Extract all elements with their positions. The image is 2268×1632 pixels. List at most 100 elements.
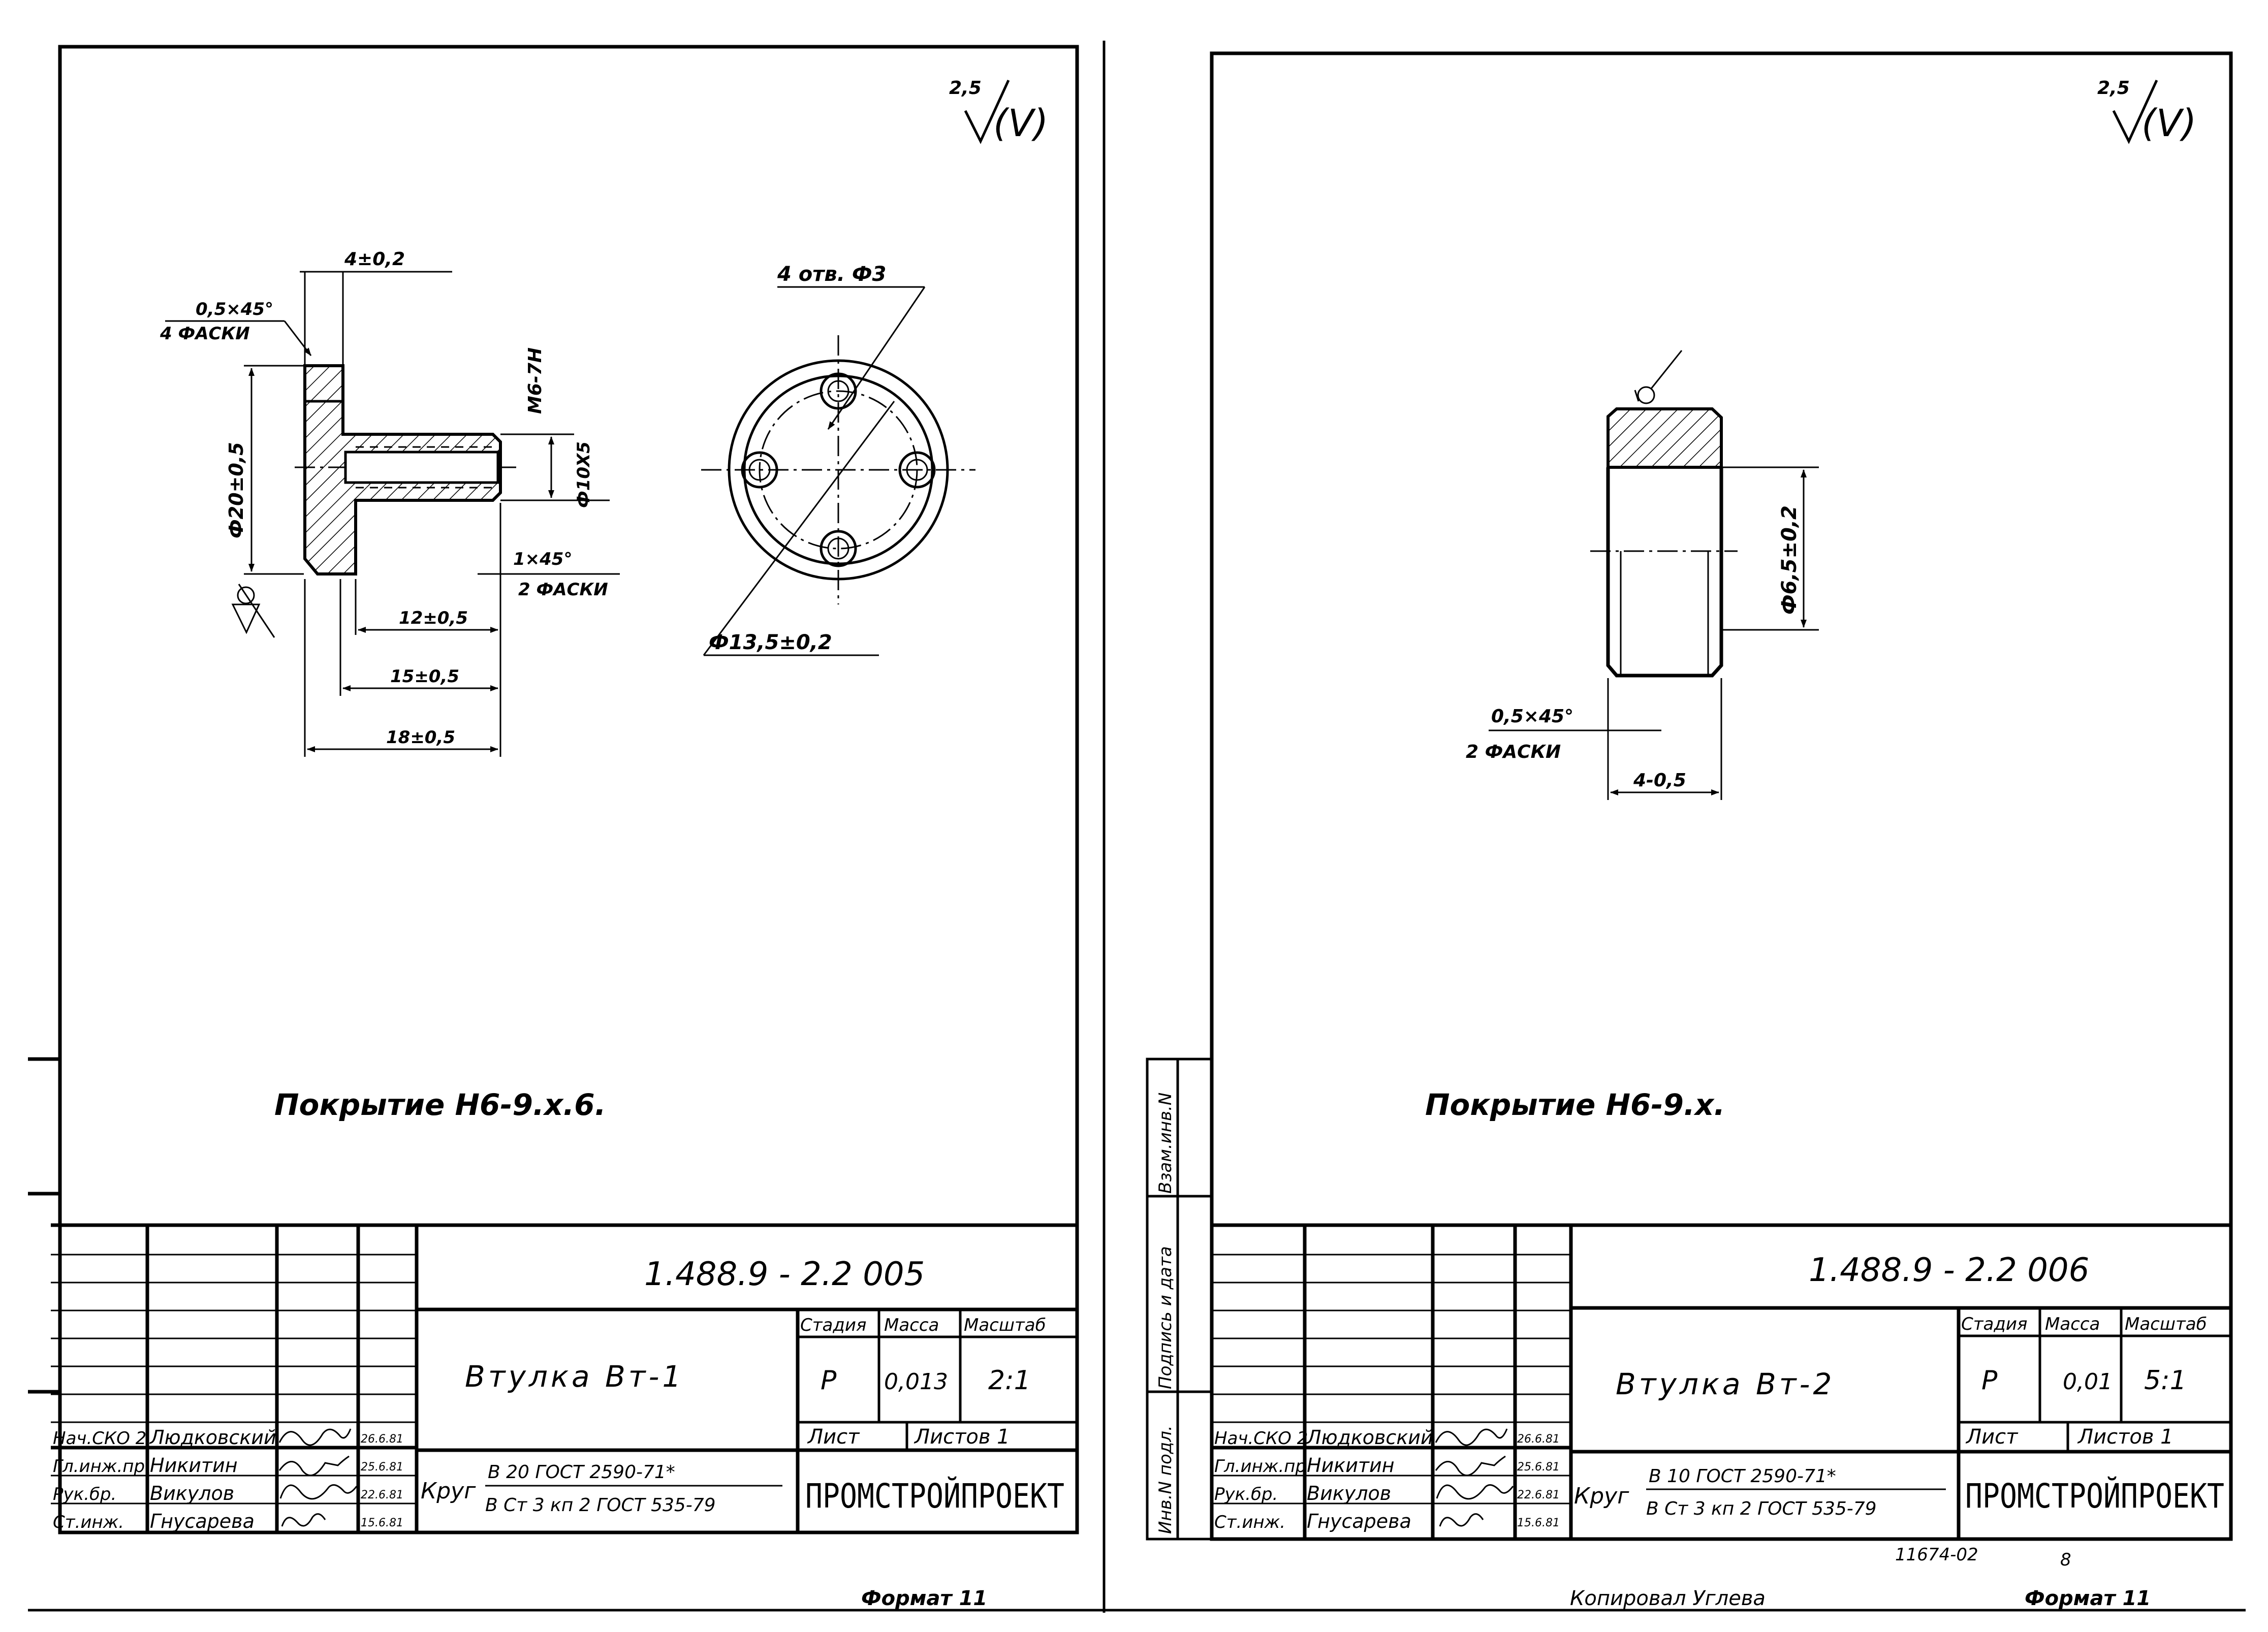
mounting-hole — [820, 530, 857, 567]
coating-note: Покрытие Н6-9.х. — [1425, 1087, 1725, 1122]
staff-date: 15.6.81 — [361, 1517, 403, 1529]
dim-len-12: 12±0,5 — [399, 608, 468, 628]
signature — [278, 1455, 350, 1476]
staff-date: 26.6.81 — [361, 1433, 403, 1446]
material-bottom: В Ст 3 кп 2 ГОСТ 535-79 — [485, 1495, 716, 1516]
staff-name: Людковский — [149, 1426, 276, 1449]
coating-note: Покрытие Н6-9.х.6. — [274, 1087, 606, 1122]
dim-pcd: Ф13,5±0,2 — [709, 631, 832, 654]
material-prefix: Круг — [1574, 1483, 1629, 1509]
org-name: ПРОМСТРОЙПРОЕКТ — [1965, 1476, 2224, 1516]
format-label: Формат 11 — [861, 1587, 987, 1610]
copied-by: Копировал Углева — [1570, 1587, 1766, 1610]
dim-bore: Ф10Х5 — [574, 441, 594, 508]
dim-len-18: 18±0,5 — [386, 727, 455, 748]
staff-role: Гл.инж.пр — [1214, 1456, 1306, 1477]
doc-number: 1.488.9 - 2.2 006 — [1809, 1252, 2089, 1289]
mass-value: 0,013 — [884, 1369, 948, 1395]
scale-value: 5:1 — [2144, 1365, 2187, 1396]
signature — [1436, 1484, 1514, 1500]
scale-header: Масштаб — [964, 1315, 1046, 1335]
material-prefix: Круг — [421, 1478, 476, 1504]
dim-thread: М6-7Н — [525, 347, 546, 414]
scale-value: 2:1 — [988, 1365, 1031, 1396]
scale-header: Масштаб — [2125, 1314, 2207, 1334]
vt1-dimensions: 4±0,2 0,5×45° 4 ФАСКИ Ф20±0,5 М6-7Н Ф10Х… — [160, 249, 620, 757]
svg-text:(V): (V) — [2141, 102, 2196, 145]
signature — [281, 1513, 326, 1527]
sheets-label: Листов 1 — [2077, 1425, 2174, 1449]
staff-role: Гл.инж.пр — [53, 1456, 145, 1477]
title-block: 1.488.9 - 2.2 005 Втулка Вт-1 Стадия Мас… — [51, 1223, 1077, 1532]
mounting-hole — [820, 372, 857, 410]
signature — [1435, 1455, 1506, 1476]
dim-chamfer-count: 4 ФАСКИ — [160, 324, 250, 344]
svg-text:2,5: 2,5 — [2097, 78, 2130, 99]
vt2-section-view — [1590, 350, 1738, 678]
dim-bore-chamfer-count: 2 ФАСКИ — [518, 580, 608, 600]
roughness-mark: 2,5 (V) — [949, 78, 1048, 145]
dim-chamfer-count: 2 ФАСКИ — [1466, 742, 1561, 762]
staff-name: Викулов — [1307, 1482, 1391, 1505]
staff-role: Нач.СКО 2 — [53, 1428, 146, 1449]
svg-text:(V): (V) — [993, 102, 1048, 145]
part-name: Втулка Вт-1 — [465, 1359, 684, 1394]
dim-chamfer-size: 0,5×45° — [1491, 706, 1573, 727]
staff-date: 25.6.81 — [1517, 1461, 1560, 1474]
staff-date: 15.6.81 — [1517, 1517, 1560, 1529]
side-stamp: Инв.N подл. Подпись и дата Взам.инв.N — [1146, 1058, 1213, 1541]
vt2-dimensions: Ф6,5±0,2 0,5×45° 2 ФАСКИ 4-0,5 — [1466, 466, 1819, 800]
roughness-mark: 2,5 (V) — [2097, 78, 2196, 145]
signature — [1435, 1428, 1508, 1446]
mass-header: Масса — [884, 1315, 939, 1335]
sheets-label: Листов 1 — [914, 1425, 1010, 1449]
stamp-sign-label: Подпись и дата — [1155, 1246, 1176, 1389]
mass-value: 0,01 — [2063, 1369, 2113, 1395]
staff-name: Гнусарева — [150, 1510, 255, 1532]
dim-length: 4-0,5 — [1633, 770, 1686, 791]
title-block: 1.488.9 - 2.2 006 Втулка Вт-2 Стадия Мас… — [1212, 1223, 2231, 1539]
material-top: В 10 ГОСТ 2590-71* — [1649, 1466, 1836, 1487]
stamp-inv-label: Инв.N подл. — [1155, 1425, 1176, 1534]
svg-text:2,5: 2,5 — [949, 78, 982, 99]
signature — [279, 1484, 358, 1500]
sheet-vt2: Инв.N подл. Подпись и дата Взам.инв.N 2,… — [1146, 51, 2233, 1610]
dim-holes: 4 отв. Ф3 — [777, 263, 886, 286]
material-bottom: В Ст 3 кп 2 ГОСТ 535-79 — [1646, 1498, 1877, 1519]
mass-header: Масса — [2045, 1314, 2100, 1334]
staff-role: Рук.бр. — [1214, 1484, 1278, 1505]
staff-date: 22.6.81 — [1517, 1489, 1560, 1501]
staff-name: Людковский — [1306, 1426, 1433, 1449]
staff-role: Рук.бр. — [53, 1484, 116, 1505]
dim-bore-chamfer-size: 1×45° — [513, 549, 572, 569]
mounting-hole — [741, 451, 778, 489]
sheet-vt1: 2,5 (V) 4±0,2 0,5×45° 4 ФАСКИ Ф — [28, 45, 1079, 1610]
staff-date: 22.6.81 — [361, 1489, 403, 1501]
stage-header: Стадия — [1961, 1314, 2027, 1334]
sheet-label: Лист — [807, 1425, 860, 1449]
stage-value: Р — [821, 1365, 837, 1396]
vt1-section-view — [295, 364, 518, 575]
dim-diameter: Ф6,5±0,2 — [1778, 505, 1801, 615]
stamp-replace-label: Взам.инв.N — [1155, 1093, 1176, 1194]
staff-role: Нач.СКО 2 — [1214, 1428, 1308, 1449]
stage-value: Р — [1981, 1365, 1998, 1396]
dim-flange-width: 4±0,2 — [344, 249, 405, 270]
dim-len-15: 15±0,5 — [390, 666, 459, 687]
dim-chamfer-size: 0,5×45° — [196, 299, 273, 319]
signature — [1439, 1513, 1484, 1527]
sheet-label: Лист — [1965, 1425, 2019, 1449]
handwritten-code: 11674-02 — [1895, 1545, 1978, 1565]
dim-flange-diameter: Ф20±0,5 — [225, 442, 247, 538]
org-name: ПРОМСТРОЙПРОЕКТ — [805, 1476, 1064, 1516]
mounting-hole — [898, 451, 936, 489]
signature — [278, 1428, 352, 1446]
material-top: В 20 ГОСТ 2590-71* — [488, 1462, 675, 1483]
staff-name: Никитин — [150, 1454, 238, 1477]
sheet-vt1-frame — [58, 45, 1079, 1534]
staff-date: 25.6.81 — [361, 1461, 403, 1474]
staff-role: Ст.инж. — [1214, 1512, 1285, 1532]
vt1-end-view: 4 отв. Ф3 Ф13,5±0,2 — [701, 263, 975, 656]
handwritten-sheet-number: 8 — [2060, 1550, 2071, 1570]
sheet-vt2-frame — [1210, 51, 2233, 1541]
